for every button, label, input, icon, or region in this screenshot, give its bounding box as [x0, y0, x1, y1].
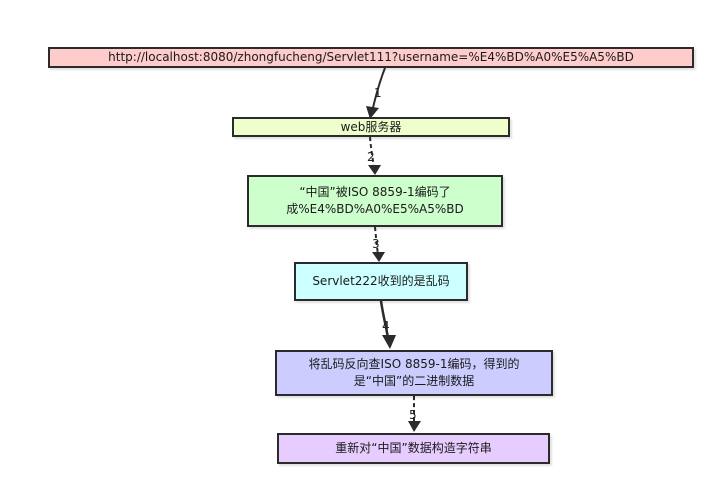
edge-3-4: [372, 226, 385, 262]
node-iso-encoded: “中国”被ISO 8859-1编码了 成%E4%BD%A0%E5%A5%BD: [247, 175, 503, 227]
edge-2-3: [368, 136, 381, 175]
node-reconstruct-string: 重新对“中国”数据构造字符串: [277, 433, 550, 464]
node-web-server-text: web服务器: [340, 119, 402, 134]
edge-label-3: 3: [372, 237, 380, 251]
edge-label-5: 5: [409, 408, 417, 422]
edge-label-2: 2: [367, 150, 375, 164]
node-request-url: http://localhost:8080/zhongfucheng/Servl…: [48, 47, 694, 68]
node-reverse-lookup: 将乱码反向查ISO 8859-1编码，得到的 是“中国”的二进制数据: [275, 350, 553, 396]
node-reconstruct-string-text: 重新对“中国”数据构造字符串: [335, 441, 492, 455]
node-web-server: web服务器: [232, 117, 510, 137]
node-request-url-text: http://localhost:8080/zhongfucheng/Servl…: [108, 50, 634, 64]
edge-1-2: [366, 67, 386, 119]
edge-label-4: 4: [382, 319, 390, 333]
node-servlet-received-text: Servlet222收到的是乱码: [312, 274, 450, 288]
edge-label-1: 1: [374, 86, 382, 100]
node-servlet-received: Servlet222收到的是乱码: [294, 262, 468, 301]
node-iso-encoded-text: “中国”被ISO 8859-1编码了 成%E4%BD%A0%E5%A5%BD: [286, 185, 464, 216]
edge-5-6: [408, 395, 421, 432]
edge-4-5: [379, 300, 396, 349]
node-reverse-lookup-text: 将乱码反向查ISO 8859-1编码，得到的 是“中国”的二进制数据: [308, 357, 520, 388]
